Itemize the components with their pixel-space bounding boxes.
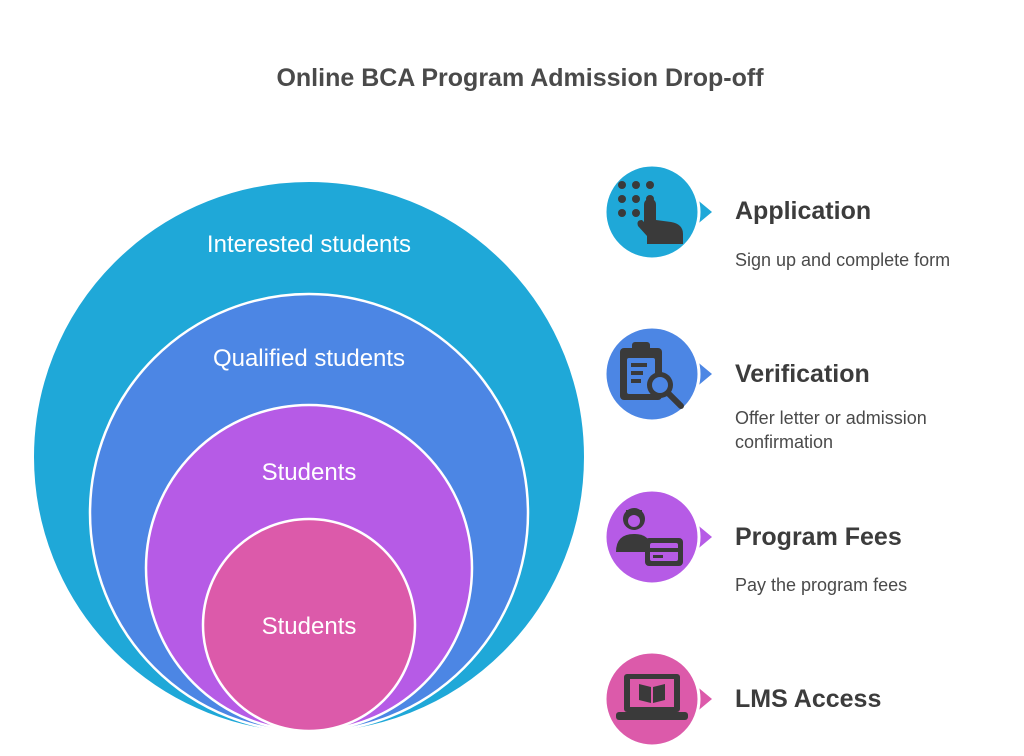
ring-students-inner [201,517,417,733]
stage-badge-verification [603,325,712,423]
touch-keypad-icon [618,181,683,244]
stage-title-lms-access: LMS Access [735,685,882,713]
stage-badge-application [603,163,712,261]
laptop-book-icon [616,674,688,720]
stage-desc-verification: Offer letter or admission confirmation [735,408,927,452]
stage-badge-lms-access [603,650,712,748]
ring-label-students-inner: Students [262,613,357,640]
ring-label-interested: Interested students [207,231,411,258]
stage-desc-application: Sign up and complete form [735,250,951,270]
person-card-icon [616,508,683,566]
ring-label-qualified: Qualified students [213,345,405,372]
ring-label-students-outer: Students [262,459,357,486]
stage-title-program-fees: Program Fees [735,523,902,551]
stage-badge-program-fees [603,488,712,586]
clipboard-search-icon [620,342,684,409]
stage-title-verification: Verification [735,360,870,388]
stage-desc-program-fees: Pay the program fees [735,575,908,595]
stage-title-application: Application [735,197,872,225]
page-title: Online BCA Program Admission Drop-off [276,64,764,92]
